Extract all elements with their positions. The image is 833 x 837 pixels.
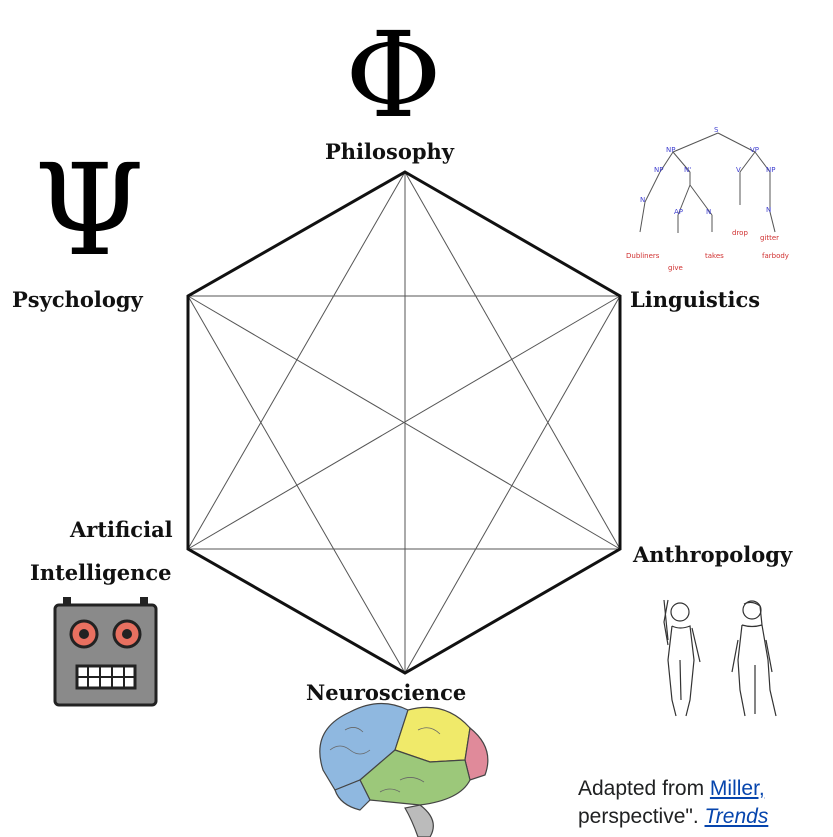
syntax-tree-icon: S NP VP NP N' V NP N AP N N Dubliners give take… <box>626 126 789 272</box>
tree-word: gitter <box>760 234 779 242</box>
svg-text:NP: NP <box>654 166 663 174</box>
svg-text:N: N <box>766 206 771 214</box>
psi-symbol: Ψ <box>34 137 145 284</box>
caption-text: Adapted from <box>578 777 710 800</box>
svg-text:NP: NP <box>766 166 775 174</box>
node-label-artificial: Artificial <box>70 517 173 542</box>
node-label-linguistics: Linguistics <box>630 287 761 312</box>
brain-icon <box>319 702 489 837</box>
hexagon-outline <box>186 170 622 675</box>
svg-text:AP: AP <box>674 208 683 216</box>
tree-word: drop <box>732 229 748 237</box>
caption-text-2: perspective". <box>578 805 705 828</box>
svg-text:N: N <box>706 208 711 216</box>
node-label-philosophy: Philosophy <box>325 139 455 164</box>
caption-link-journal[interactable]: Trends <box>704 805 769 828</box>
link-philosophy-anthropology <box>404 171 621 550</box>
svg-text:N: N <box>640 196 645 204</box>
svg-text:N': N' <box>684 166 691 174</box>
link-neuroscience-psychology <box>187 295 406 674</box>
tree-word: farbody <box>762 252 789 260</box>
node-label-intelligence: Intelligence <box>30 560 172 585</box>
svg-text:V: V <box>736 166 741 174</box>
tree-word: Dubliners <box>626 252 660 260</box>
phi-symbol: Φ <box>345 6 442 144</box>
svg-text:NP: NP <box>666 146 675 154</box>
node-label-psychology: Psychology <box>12 287 143 312</box>
node-label-anthropology: Anthropology <box>633 542 793 567</box>
svg-text:S: S <box>714 126 719 134</box>
figure-caption: Adapted from Miller, perspective". Trend… <box>578 775 833 837</box>
tree-word: takes <box>705 252 724 260</box>
caption-link-miller[interactable]: Miller, <box>709 777 765 800</box>
tree-word: give <box>668 264 683 272</box>
svg-text:VP: VP <box>750 146 759 154</box>
robot-icon <box>53 597 158 707</box>
link-philosophy-ai <box>187 171 406 550</box>
node-label-neuroscience: Neuroscience <box>306 680 467 705</box>
link-anthropology-psychology <box>187 295 621 550</box>
link-linguistics-neuroscience <box>404 295 621 674</box>
interdisciplinary-links <box>187 171 621 674</box>
human-figures-icon <box>663 599 777 717</box>
